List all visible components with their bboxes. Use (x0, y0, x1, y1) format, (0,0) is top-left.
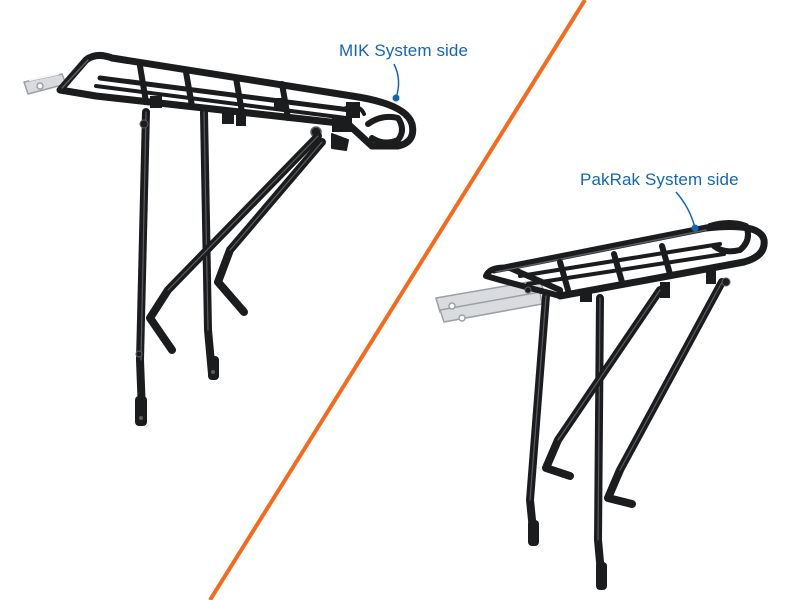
pakrak-mount-tabs (580, 270, 716, 302)
divider-line (208, 0, 587, 600)
pakrak-front-clamp (435, 279, 545, 323)
mik-callout-pointer (392, 63, 400, 102)
pakrak-rack-image (435, 220, 768, 590)
pakrak-callout-pointer (675, 191, 699, 232)
mik-rack-image (23, 51, 417, 426)
mik-system-side-label: MIK System side (339, 41, 469, 60)
pakrak-system-side-label: PakRak System side (580, 170, 739, 189)
